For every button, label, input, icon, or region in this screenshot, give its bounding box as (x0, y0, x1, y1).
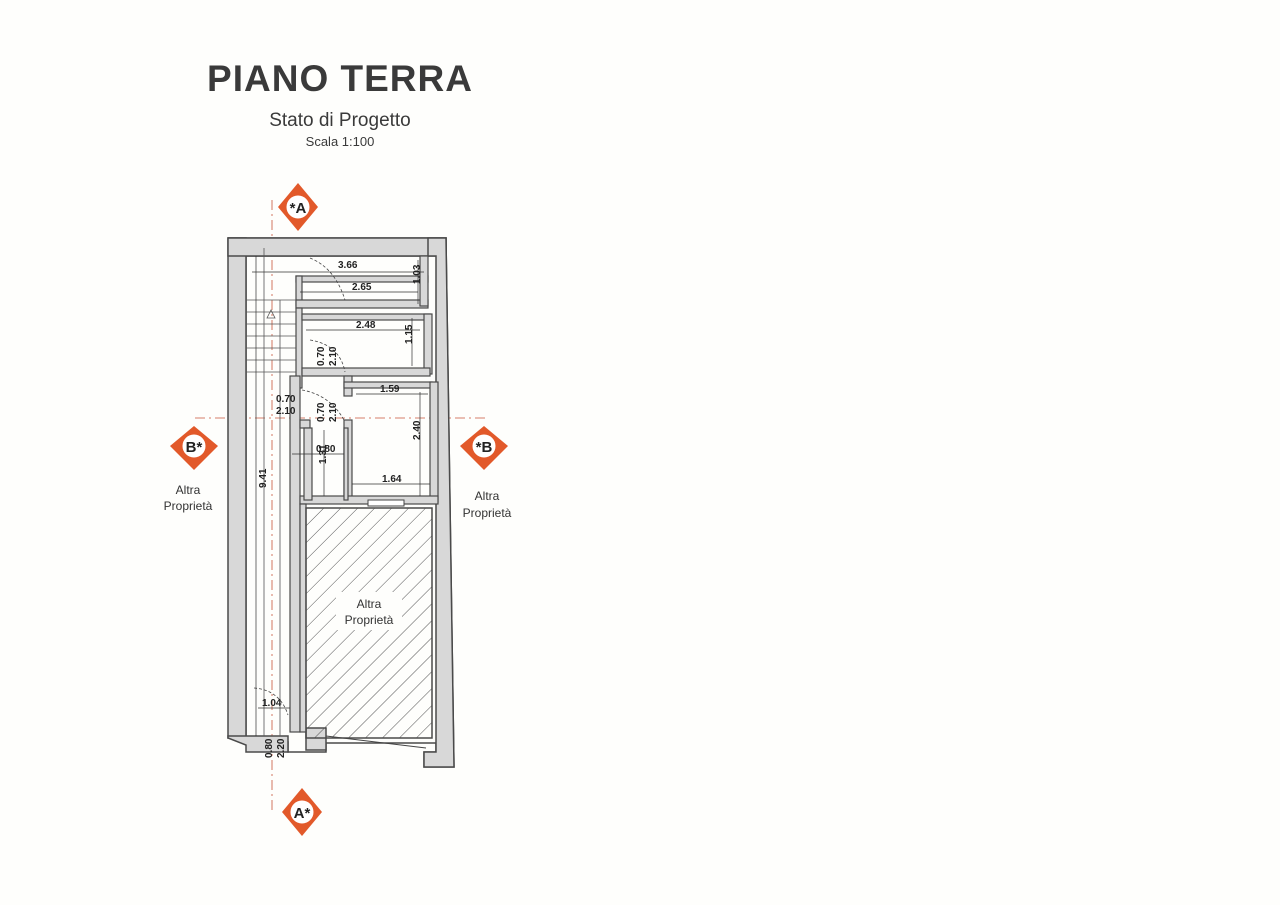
dim-text: 0.80 (316, 444, 336, 455)
staircase (246, 248, 296, 736)
dim-text: 0.70 (316, 402, 327, 422)
dim-text: 2.65 (352, 282, 372, 293)
door-swings (253, 257, 346, 716)
dim-text: 1.31 (318, 444, 329, 464)
dimension-lines (252, 256, 430, 736)
section-mark-text: *A (290, 200, 307, 217)
dim-text: 2.10 (328, 402, 339, 422)
dim-text: 1.15 (404, 324, 415, 344)
section-mark-text: B* (186, 439, 203, 456)
openings (325, 499, 427, 749)
hatch-label-bg (336, 592, 402, 630)
outer-walls (227, 237, 455, 768)
hatched-area-label: Proprietà (345, 613, 394, 627)
dim-text: 2.40 (412, 420, 423, 440)
right-neighbor-label: Altra (475, 489, 500, 503)
section-mark-text: A* (294, 805, 311, 822)
dim-text: 1.64 (382, 474, 402, 485)
hatched-area-label: Altra (357, 597, 382, 611)
right-neighbor-label: Proprietà (463, 506, 512, 520)
section-marker-left: B* (170, 426, 218, 470)
left-neighbor-label: Altra (176, 483, 201, 497)
section-marker-top: *A (278, 183, 318, 231)
dim-text: 2.48 (356, 320, 376, 331)
plan-scale: Scala 1:100 (305, 134, 375, 149)
dim-text: 0.70 (316, 346, 327, 366)
plan-title: PIANO TERRA (207, 58, 473, 99)
left-neighbor-label: Proprietà (164, 499, 213, 513)
interior-walls (289, 255, 439, 733)
section-marker-right: *B (460, 426, 508, 470)
dim-text: 0.70 (276, 394, 296, 405)
dim-text: 3.66 (338, 260, 358, 271)
dim-text: 1.59 (380, 384, 400, 395)
plan-subtitle: Stato di Progetto (269, 110, 411, 131)
dim-text: 2.10 (328, 346, 339, 366)
section-mark-text: *B (476, 439, 493, 456)
dim-text: 1.03 (412, 264, 423, 284)
section-marker-bottom: A* (282, 788, 322, 836)
dim-text: 9.41 (258, 468, 269, 488)
dim-text: 0.80 (264, 738, 275, 758)
dim-text: 2.10 (276, 406, 296, 417)
dim-text: 2.20 (276, 738, 287, 758)
dim-text: 1.04 (262, 698, 282, 709)
